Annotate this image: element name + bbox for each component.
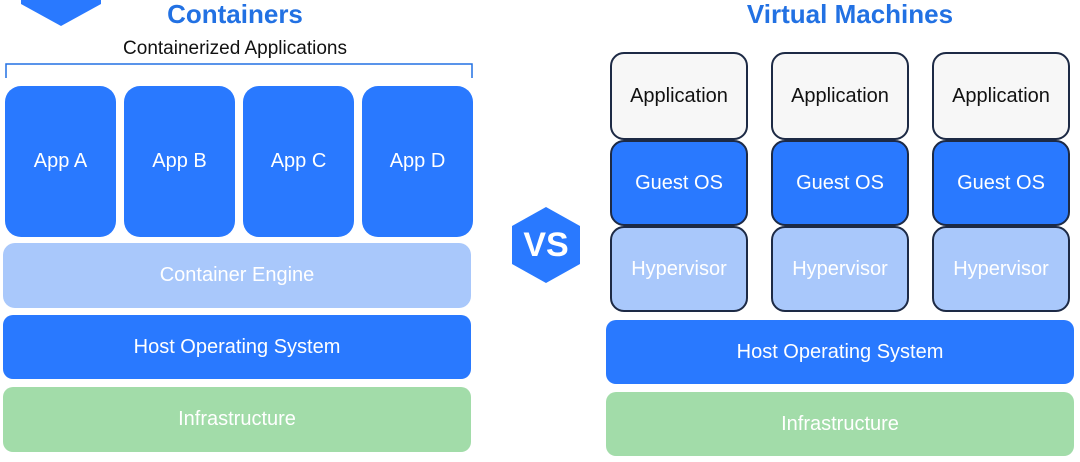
vm1-hypervisor: Hypervisor	[610, 226, 748, 312]
vm1-guest-os: Guest OS	[610, 140, 748, 226]
vs-badge: VS	[510, 205, 582, 285]
containers-title: Containers	[167, 0, 303, 29]
vm2-hypervisor: Hypervisor	[771, 226, 909, 312]
container-icon	[18, 0, 104, 30]
container-host-os-layer: Host Operating System	[3, 315, 471, 379]
app-box-a: App A	[5, 86, 116, 237]
vm-host-os-layer: Host Operating System	[606, 320, 1074, 384]
vs-label: VS	[523, 225, 569, 264]
vm3-application: Application	[932, 52, 1070, 140]
app-box-d: App D	[362, 86, 473, 237]
vm2-guest-os: Guest OS	[771, 140, 909, 226]
app-box-b: App B	[124, 86, 235, 237]
container-engine-layer: Container Engine	[3, 243, 471, 308]
containerized-apps-label: Containerized Applications	[123, 38, 347, 59]
vm1-application: Application	[610, 52, 748, 140]
vm-infrastructure-layer: Infrastructure	[606, 392, 1074, 456]
container-infrastructure-layer: Infrastructure	[3, 387, 471, 452]
app-box-c: App C	[243, 86, 354, 237]
apps-bracket	[5, 63, 473, 78]
vm2-application: Application	[771, 52, 909, 140]
vm3-hypervisor: Hypervisor	[932, 226, 1070, 312]
vm-title: Virtual Machines	[746, 0, 954, 29]
vm3-guest-os: Guest OS	[932, 140, 1070, 226]
